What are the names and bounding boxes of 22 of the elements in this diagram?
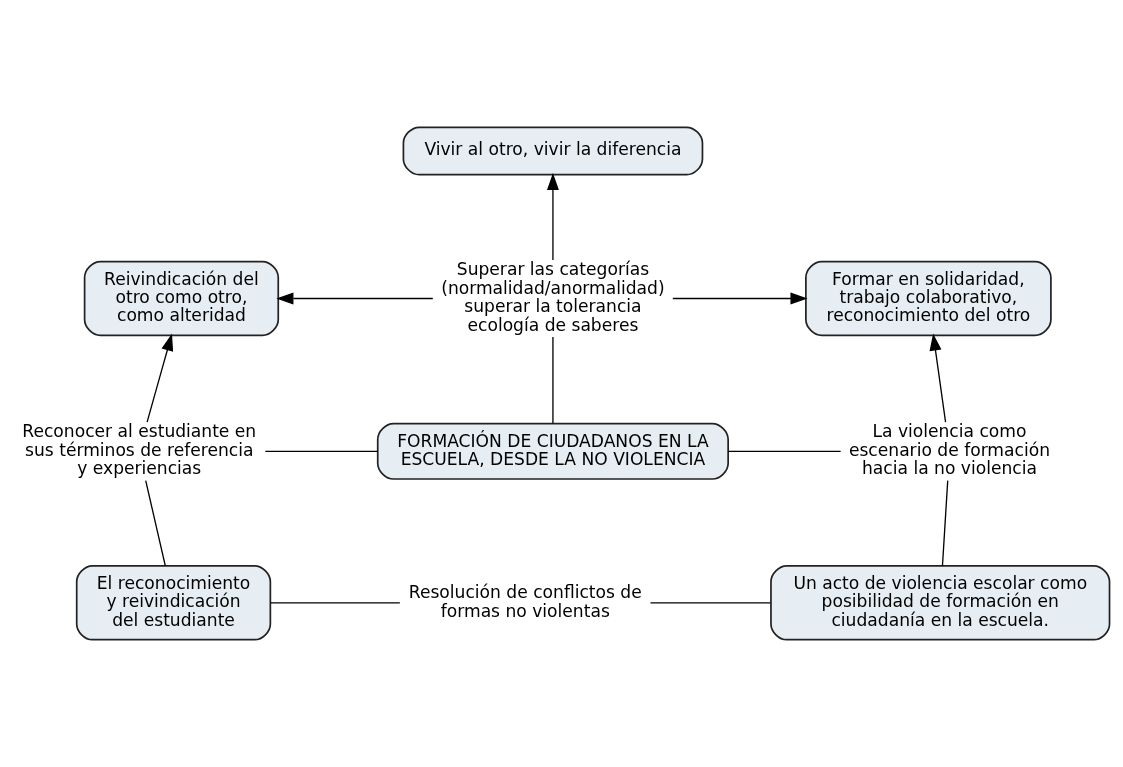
connector <box>264 450 379 452</box>
connector <box>649 602 772 604</box>
node-box: Vivir al otro, vivir la diferencia <box>402 126 704 176</box>
node-box: El reconocimiento y reivindicación del estudiante <box>75 565 272 641</box>
arrow <box>276 292 434 305</box>
connector <box>145 480 166 567</box>
node-text: Resolución de conflictos de formas no violentas <box>408 582 642 621</box>
node-text: Superar las categorías (normalidad/anormalidad) superar la tolerancia ecología de saberes <box>441 259 665 335</box>
node-box: Formar en solidaridad, trabajo colaborativo, reconocimiento del otro <box>805 260 1052 337</box>
connector <box>269 602 401 604</box>
node-box: FORMACIÓN DE CIUDADANOS EN LA ESCUELA, DESDE LA NO VIOLENCIA <box>376 422 729 480</box>
connector <box>727 450 842 452</box>
connector <box>941 480 949 567</box>
arrow <box>146 333 174 423</box>
node-box: Reivindicación del otro como otro, como alteridad <box>83 260 280 337</box>
node-box: Un acto de violencia escolar como posibilidad de formación en ciudadanía en la escuela. <box>770 565 1111 641</box>
arrow <box>546 172 559 261</box>
node-text: La violencia como escenario de formación hacia la no violencia <box>848 421 1051 479</box>
arrow <box>929 333 947 423</box>
node-text: Reconocer al estudiante en sus términos de referencia y experiencias <box>22 421 257 479</box>
connector <box>552 336 554 424</box>
arrow <box>672 292 808 305</box>
